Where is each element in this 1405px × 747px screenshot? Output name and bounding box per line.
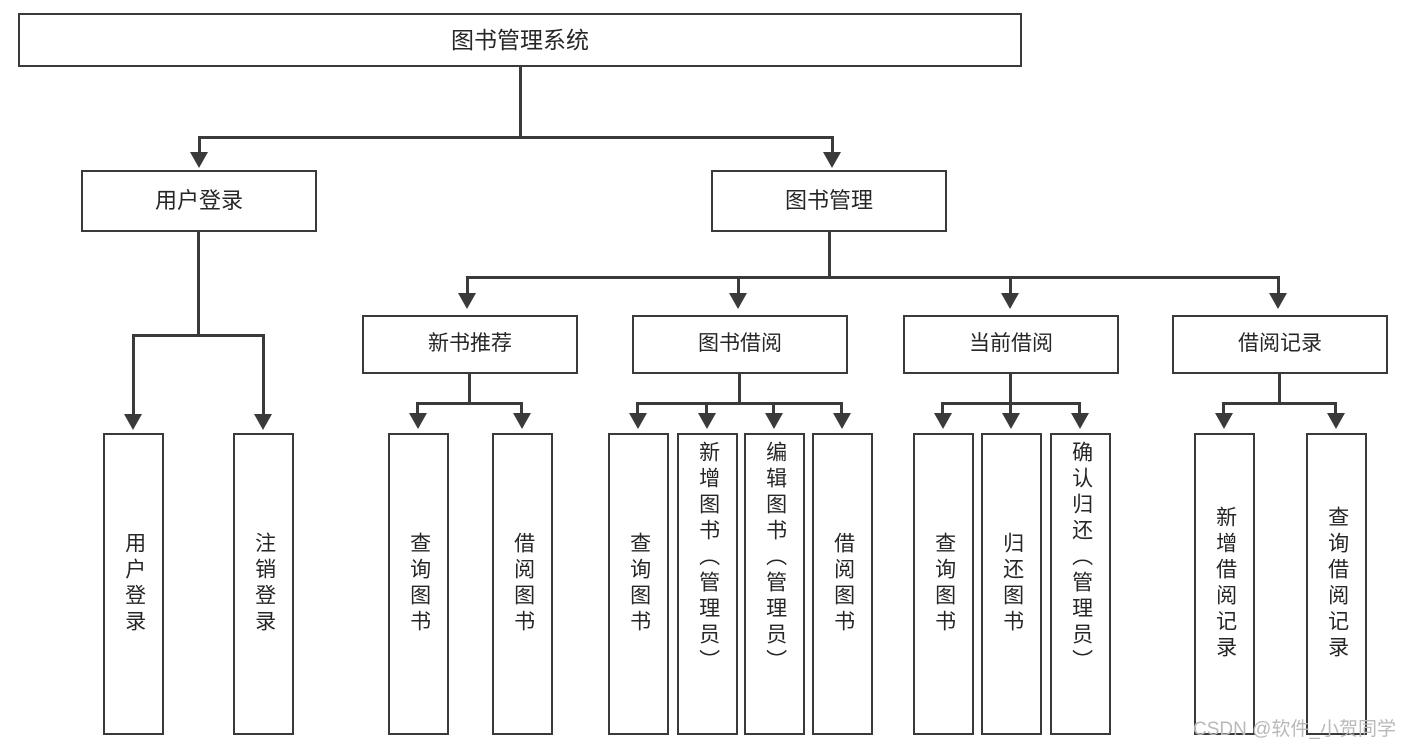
arrow-root-to-user-login [190, 152, 208, 168]
node-label: 图书管理系统 [451, 26, 589, 53]
leaf-user-login-login[interactable]: 用户登录 [103, 433, 164, 735]
leaf-borrow-record-query-record[interactable]: 查询借阅记录 [1306, 433, 1367, 735]
connector-new-book-bus [416, 402, 523, 405]
connector-book-borrow-stem [738, 374, 741, 404]
connector-current-borrow-branch-3 [1078, 402, 1081, 416]
arrow-user-login-leaf-1 [124, 414, 142, 430]
connector-current-borrow-branch-2 [1009, 402, 1012, 416]
connector-book-borrow-branch-1 [636, 402, 639, 416]
connector-book-manage-stem [828, 232, 831, 278]
csdn-watermark: CSDN @软件_小贺同学 [1193, 714, 1396, 741]
connector-current-borrow-branch-1 [941, 402, 944, 416]
node-label: 新书推荐 [428, 332, 512, 356]
connector-book-borrow-bus [636, 402, 843, 405]
leaf-label: 查询图书 [407, 532, 431, 636]
node-new-book-recommend[interactable]: 新书推荐 [362, 315, 578, 374]
arrow-book-borrow-leaf-2 [698, 413, 716, 429]
leaf-book-borrow-query-book[interactable]: 查询图书 [608, 433, 669, 735]
node-book-manage[interactable]: 图书管理 [711, 170, 947, 232]
connector-root-to-book-manage [831, 136, 834, 156]
leaf-current-borrow-confirm-return-admin[interactable]: 确认归还（管理员） [1050, 433, 1111, 735]
arrow-book-borrow-leaf-1 [629, 413, 647, 429]
arrow-borrow-record-leaf-1 [1215, 413, 1233, 429]
arrow-new-book-leaf-1 [409, 413, 427, 429]
arrow-new-book-leaf-2 [513, 413, 531, 429]
leaf-book-borrow-edit-book-admin[interactable]: 编辑图书（管理员） [744, 433, 805, 735]
leaf-new-book-query-book[interactable]: 查询图书 [388, 433, 449, 735]
connector-borrow-record-branch-1 [1222, 402, 1225, 416]
node-current-borrow[interactable]: 当前借阅 [903, 315, 1119, 374]
connector-book-borrow-branch-2 [705, 402, 708, 416]
connector-book-manage-branch-1 [466, 276, 469, 296]
node-label: 图书借阅 [698, 332, 782, 356]
leaf-label: 借阅图书 [511, 532, 535, 636]
leaf-label: 用户登录 [122, 532, 146, 636]
node-book-borrow[interactable]: 图书借阅 [632, 315, 848, 374]
leaf-label: 新增图书（管理员） [696, 441, 720, 675]
leaf-book-borrow-borrow-book[interactable]: 借阅图书 [812, 433, 873, 735]
connector-root-bus [198, 136, 834, 139]
arrow-book-manage-to-new-book [458, 293, 476, 309]
node-label: 当前借阅 [969, 332, 1053, 356]
connector-user-login-bus [132, 334, 265, 337]
leaf-book-borrow-add-book-admin[interactable]: 新增图书（管理员） [677, 433, 738, 735]
leaf-current-borrow-query-book[interactable]: 查询图书 [913, 433, 974, 735]
arrow-current-borrow-leaf-3 [1071, 413, 1089, 429]
connector-borrow-record-bus [1222, 402, 1337, 405]
connector-new-book-stem [468, 374, 471, 404]
connector-current-borrow-stem [1009, 374, 1012, 404]
connector-borrow-record-branch-2 [1334, 402, 1337, 416]
leaf-label: 查询借阅记录 [1325, 506, 1349, 662]
leaf-label: 注销登录 [252, 532, 276, 636]
connector-root-to-user-login [198, 136, 201, 156]
connector-book-manage-branch-2 [737, 276, 740, 296]
arrow-borrow-record-leaf-2 [1327, 413, 1345, 429]
arrow-current-borrow-leaf-1 [934, 413, 952, 429]
leaf-label: 借阅图书 [831, 532, 855, 636]
leaf-label: 新增借阅记录 [1213, 506, 1237, 662]
node-label: 借阅记录 [1238, 332, 1322, 356]
arrow-book-manage-to-borrow-record [1269, 293, 1287, 309]
connector-book-borrow-branch-3 [772, 402, 775, 416]
arrow-root-to-book-manage [823, 152, 841, 168]
node-label: 用户登录 [154, 188, 243, 214]
leaf-label: 查询图书 [932, 532, 956, 636]
leaf-label: 编辑图书（管理员） [763, 441, 787, 675]
connector-book-manage-bus [466, 276, 1280, 279]
connector-borrow-record-stem [1278, 374, 1281, 404]
arrow-book-manage-to-current-borrow [1001, 293, 1019, 309]
connector-user-login-branch-2 [262, 334, 265, 416]
arrow-current-borrow-leaf-2 [1002, 413, 1020, 429]
watermark-text: CSDN @软件_小贺同学 [1193, 719, 1396, 740]
leaf-borrow-record-add-record[interactable]: 新增借阅记录 [1194, 433, 1255, 735]
leaf-user-login-logout[interactable]: 注销登录 [233, 433, 294, 735]
arrow-book-borrow-leaf-4 [833, 413, 851, 429]
arrow-user-login-leaf-2 [254, 414, 272, 430]
connector-new-book-branch-1 [416, 402, 419, 416]
leaf-label: 查询图书 [627, 532, 651, 636]
arrow-book-borrow-leaf-3 [765, 413, 783, 429]
node-user-login[interactable]: 用户登录 [81, 170, 317, 232]
node-label: 图书管理 [784, 188, 873, 214]
leaf-current-borrow-return-book[interactable]: 归还图书 [981, 433, 1042, 735]
leaf-new-book-borrow-book[interactable]: 借阅图书 [492, 433, 553, 735]
connector-new-book-branch-2 [520, 402, 523, 416]
connector-book-borrow-branch-4 [840, 402, 843, 416]
connector-root-stem [519, 67, 522, 138]
leaf-label: 归还图书 [1000, 532, 1024, 636]
leaf-label: 确认归还（管理员） [1069, 441, 1093, 675]
connector-user-login-stem [197, 232, 200, 336]
connector-user-login-branch-1 [132, 334, 135, 416]
arrow-book-manage-to-book-borrow [729, 293, 747, 309]
connector-book-manage-branch-4 [1277, 276, 1280, 296]
node-root-system[interactable]: 图书管理系统 [18, 13, 1022, 67]
connector-book-manage-branch-3 [1009, 276, 1012, 296]
node-borrow-record[interactable]: 借阅记录 [1172, 315, 1388, 374]
